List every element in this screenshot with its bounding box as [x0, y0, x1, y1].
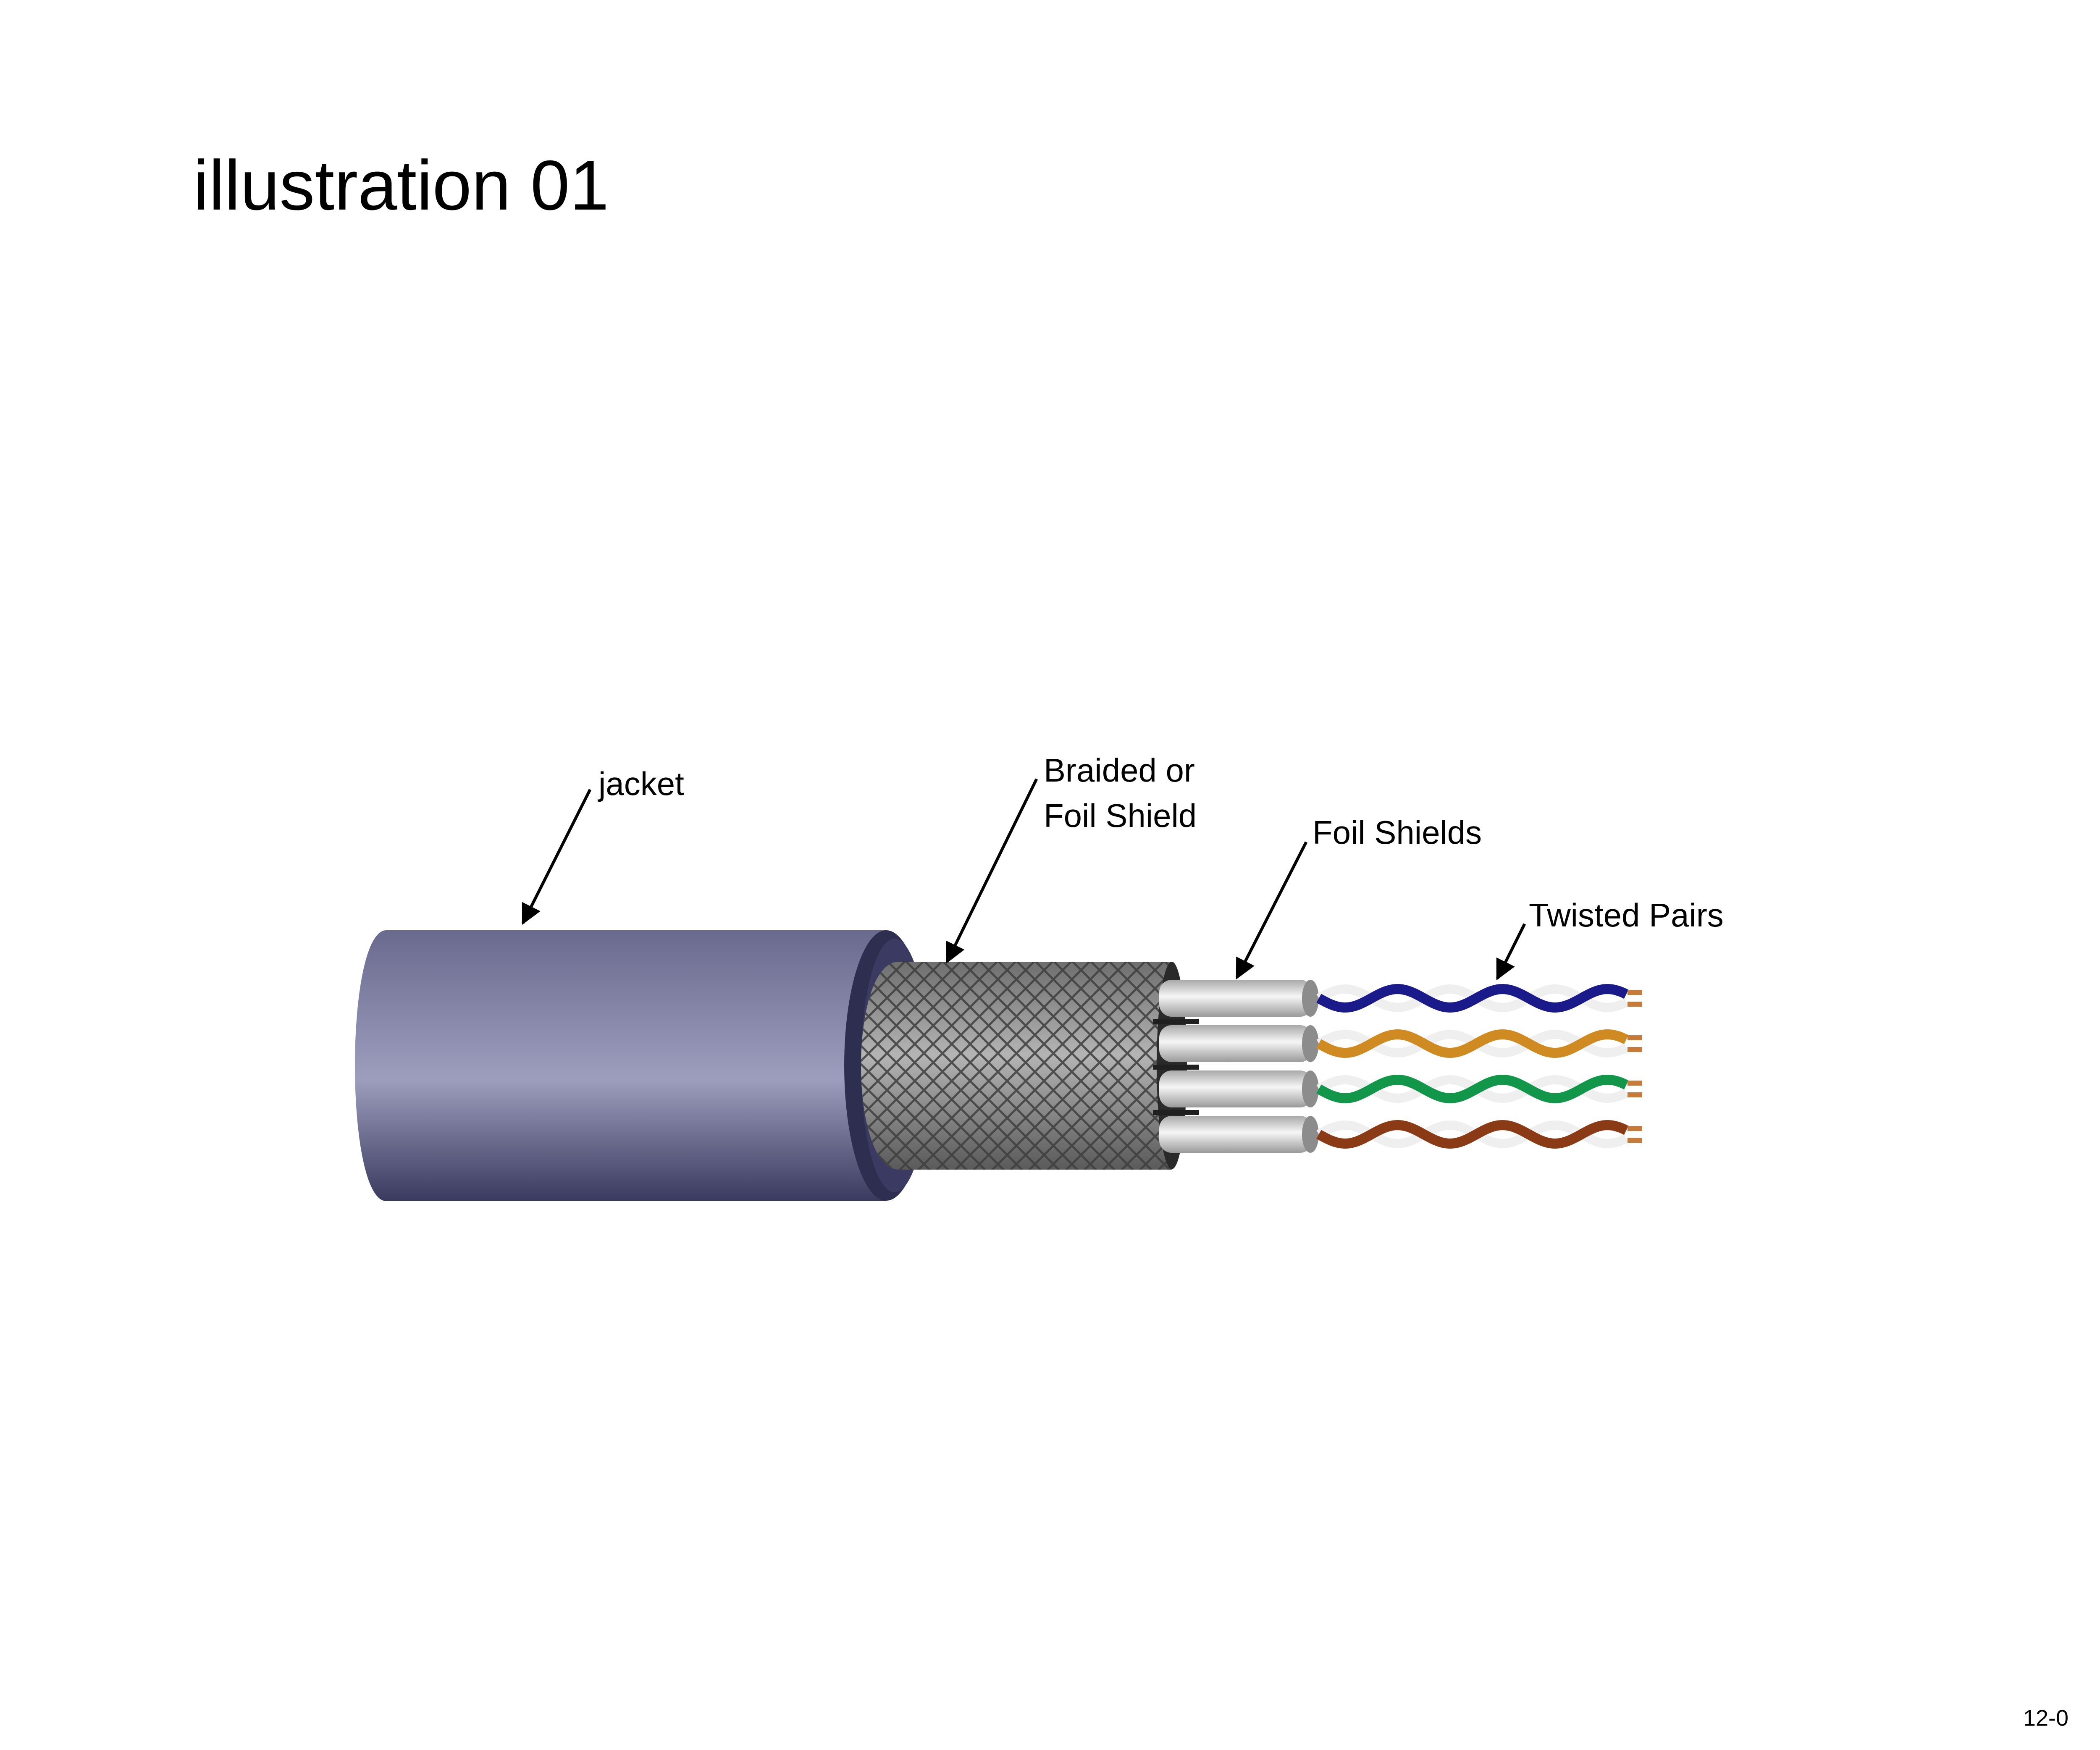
label-outer-shield-line2: Foil Shield	[1044, 797, 1197, 834]
twisted-pair-1	[1316, 984, 1642, 1013]
foil-shield-1	[1159, 980, 1319, 1017]
arrow-outer-shield	[945, 778, 1038, 964]
pair-3-copper-tip-2	[1628, 1092, 1642, 1097]
twisted-pairs	[1316, 984, 1642, 1149]
braided-shield	[861, 962, 1187, 1170]
pair-1-copper-tip-1	[1628, 990, 1642, 995]
arrow-twisted-pairs	[1496, 923, 1526, 981]
arrow-jacket	[521, 789, 592, 925]
label-outer-shield-line1: Braided or	[1044, 752, 1195, 789]
foil-shields	[1153, 980, 1319, 1153]
foil-shield-2	[1159, 1025, 1319, 1062]
pair-3-colored-wire	[1316, 1074, 1629, 1104]
label-twisted-pairs: Twisted Pairs	[1529, 897, 1724, 934]
twisted-pair-3	[1316, 1074, 1642, 1104]
pair-4-copper-tip-1	[1628, 1126, 1642, 1131]
pair-4-copper-tip-2	[1628, 1138, 1642, 1143]
pair-1-copper-tip-2	[1628, 1002, 1642, 1007]
page-title: illustration 01	[193, 146, 609, 225]
leader-arrows	[521, 778, 1526, 981]
arrow-foil-shields	[1235, 841, 1308, 980]
label-foil-shields: Foil Shields	[1312, 814, 1482, 851]
foil-shield-3	[1159, 1070, 1319, 1107]
pair-4-colored-wire	[1316, 1120, 1629, 1149]
twisted-pair-4	[1316, 1120, 1642, 1149]
label-jacket: jacket	[598, 765, 684, 802]
pair-1-colored-wire	[1316, 984, 1629, 1013]
twisted-pair-2	[1316, 1029, 1642, 1058]
pair-2-colored-wire	[1316, 1029, 1629, 1058]
pair-2-copper-tip-1	[1628, 1035, 1642, 1040]
pair-3-copper-tip-1	[1628, 1081, 1642, 1086]
pair-2-copper-tip-2	[1628, 1047, 1642, 1052]
jacket	[355, 930, 928, 1201]
foil-shield-4	[1159, 1116, 1319, 1153]
page-number: 12-0	[2023, 1705, 2068, 1731]
